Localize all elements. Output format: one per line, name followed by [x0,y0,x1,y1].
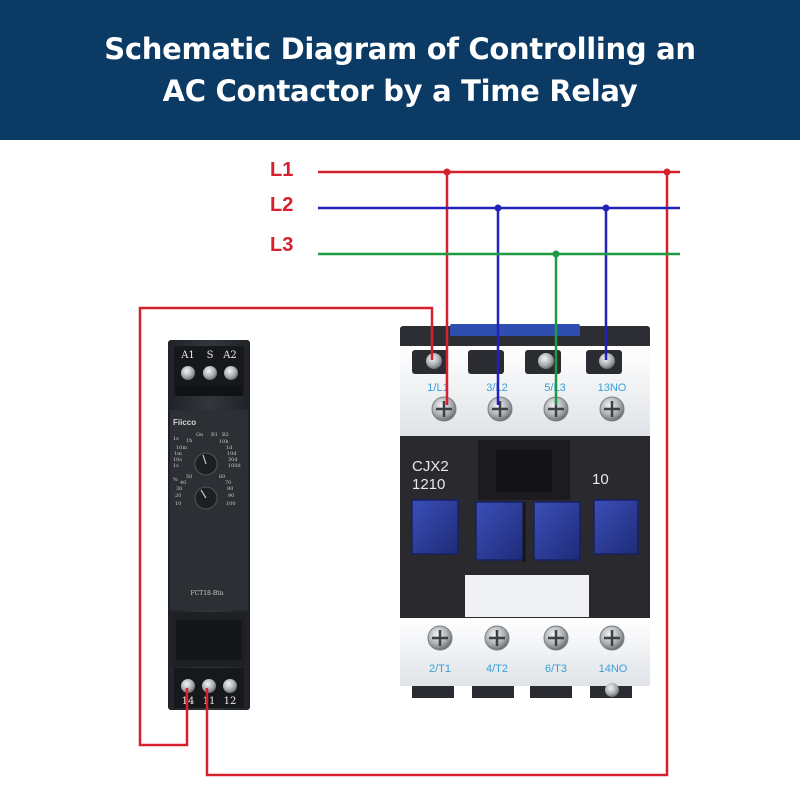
svg-text:30d: 30d [228,457,238,463]
relay-terminal-a2: A2 [222,350,237,361]
relay-screw-14 [181,679,195,693]
relay-terminal-s: S [207,350,214,361]
svg-text:10: 10 [175,501,181,507]
svg-text:1m: 1m [174,451,182,457]
svg-text:1s: 1s [173,463,179,469]
junction-l2-aux [602,204,610,212]
title-line-1: Schematic Diagram of Controlling an [104,32,696,66]
contactor-button-1[interactable] [411,499,459,555]
svg-text:50: 50 [186,474,192,480]
svg-text:30: 30 [176,486,182,492]
title-banner: Schematic Diagram of Controlling an AC C… [0,0,800,140]
svg-text:60: 60 [219,474,225,480]
junction-l2-contactor [494,204,502,212]
svg-text:10m: 10m [176,445,187,451]
relay-screw-a2 [224,366,238,380]
time-relay: A1 S A2 Fiicco 1s 1h 10m 1m 10s 1s Gn B1… [168,340,250,710]
contactor-top-indicator [450,324,580,336]
relay-screw-11 [202,679,216,693]
contactor-armature-window [465,575,589,617]
ac-contactor: 1/L1 3/L2 5/L3 13NO CJX2 1210 10 [400,324,650,698]
relay-terminal-12: 12 [224,696,237,707]
relay-model: FCT18-Btn [190,590,223,597]
svg-text:90: 90 [228,493,234,499]
relay-screw-s [203,366,217,380]
svg-text:1s: 1s [173,436,179,442]
junction-l3-contactor [552,250,560,258]
svg-text:10d: 10d [227,451,237,457]
phase-label-l2: L2 [270,194,294,216]
contactor-contact-code: 10 [592,471,609,488]
contactor-terminal-2-t1: 2/T1 [429,663,451,675]
junction-l1-contactor [443,168,451,176]
relay-screw-a1 [181,366,195,380]
relay-control-wire [138,306,434,747]
contactor-model-line-1: CJX2 [412,458,449,475]
phase-l3-wire [318,252,680,405]
contactor-button-2[interactable] [475,501,525,561]
contactor-terminal-4-t2: 4/T2 [486,663,508,675]
contactor-terminal-13no: 13NO [598,382,627,394]
contactor-button-3[interactable] [533,501,581,561]
phase-label-l1: L1 [270,159,294,181]
phase-label-l3: L3 [270,234,294,256]
svg-text:1h: 1h [186,438,193,444]
relay-dial-bottom-labels: % 50 40 30 20 10 60 70 80 90 100 [173,474,236,507]
svg-text:%: % [173,477,178,483]
svg-text:80: 80 [227,486,233,492]
relay-terminal-11: 11 [203,696,216,707]
contactor-terminal-6-t3: 6/T3 [545,663,567,675]
phase-l1-wire [205,170,680,777]
svg-text:40: 40 [180,480,186,486]
svg-text:100d: 100d [228,463,242,469]
svg-text:B2: B2 [222,432,229,438]
svg-text:B1: B1 [211,432,218,438]
svg-text:Gn: Gn [196,432,204,438]
contactor-terminal-14no: 14NO [599,663,628,675]
contactor-button-4[interactable] [593,499,639,555]
relay-brand: Fiicco [173,418,196,427]
relay-dial-top-labels: 1s 1h 10m 1m 10s 1s Gn B1 B2 10h 1d 10d … [173,432,242,469]
relay-terminal-a1: A1 [180,350,195,361]
contactor-terminal-1-l1: 1/L1 [427,382,448,394]
svg-text:70: 70 [225,480,231,486]
svg-text:1d: 1d [226,445,233,451]
relay-front-panel [170,410,248,610]
svg-text:20: 20 [175,493,181,499]
contactor-model-line-2: 1210 [412,476,445,493]
relay-screw-12 [223,679,237,693]
svg-text:100: 100 [226,501,236,507]
svg-text:10h: 10h [219,439,229,445]
svg-text:10s: 10s [173,457,182,463]
title-line-2: AC Contactor by a Time Relay [162,74,638,108]
junction-l1-control [663,168,671,176]
